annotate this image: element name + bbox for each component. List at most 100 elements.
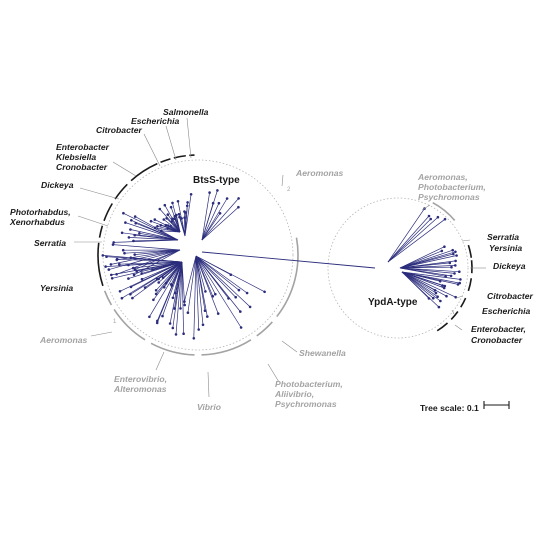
- tree-branch: [401, 271, 430, 299]
- tree-branch: [130, 229, 179, 241]
- tree-leaf: [427, 297, 431, 300]
- clade-number: 2: [287, 187, 291, 193]
- tree-leaf: [127, 277, 130, 280]
- tree-branch: [387, 218, 431, 263]
- tree-branch: [195, 255, 248, 294]
- tree-leaf: [132, 239, 135, 243]
- tree-leaf: [448, 261, 452, 265]
- tree-branch: [201, 213, 221, 241]
- tree-leaf: [434, 291, 438, 295]
- tree-branch: [163, 219, 181, 233]
- tree-leaf: [444, 275, 447, 278]
- clade-arc: [256, 321, 273, 337]
- tree-leaf: [436, 215, 440, 219]
- tree-branch: [119, 261, 183, 292]
- tree-leaf: [169, 283, 173, 286]
- ypda-label-escherichia: Escherichia: [482, 306, 530, 316]
- tree-leaf: [130, 219, 133, 222]
- tree-branch: [184, 255, 197, 302]
- clade-arc: [114, 183, 128, 200]
- tree-leaf: [120, 231, 124, 235]
- tree-branch: [121, 261, 183, 299]
- tree-branch: [184, 194, 192, 237]
- tree-leaf: [184, 211, 187, 214]
- tree-leaf: [203, 309, 207, 313]
- tree-leaf: [154, 289, 158, 292]
- tree-branch: [134, 234, 179, 241]
- clade-label-escherichia: Escherichia: [131, 116, 179, 126]
- tree-leaf: [177, 212, 181, 216]
- tree-leaf: [455, 254, 458, 257]
- tree-leaf: [204, 290, 207, 293]
- tree-leaf: [120, 296, 124, 300]
- tree-leaf: [454, 250, 457, 254]
- tree-leaf: [164, 223, 168, 227]
- tree-leaf: [453, 272, 456, 275]
- clade-arc: [113, 309, 146, 341]
- tree-leaf: [227, 297, 230, 300]
- connecting-branch: [201, 251, 376, 269]
- tree-leaf: [237, 197, 240, 200]
- tree-leaf: [165, 217, 168, 220]
- tree-leaf: [443, 217, 447, 221]
- tree-branch: [195, 255, 219, 314]
- tree-leaf: [179, 307, 182, 310]
- tree-branch: [184, 202, 188, 237]
- tree-scale-bar: [483, 401, 510, 409]
- tree-branch: [195, 255, 206, 292]
- clade-arc: [432, 201, 456, 221]
- tree-leaf: [456, 283, 460, 286]
- tree-branch: [172, 202, 181, 233]
- tree-branch: [111, 261, 183, 276]
- tree-branch: [112, 244, 181, 251]
- tree-leaf: [101, 254, 105, 257]
- tree-branch: [180, 261, 183, 309]
- tree-leaf: [122, 211, 125, 215]
- tree-branch: [195, 255, 200, 330]
- tree-leaf: [158, 207, 162, 211]
- clade-arc: [98, 225, 104, 238]
- tree-leaf: [127, 236, 131, 239]
- tree-branch: [201, 203, 214, 241]
- tree-branch: [174, 261, 183, 294]
- tree-branch: [195, 255, 242, 328]
- tree-leaf: [186, 201, 189, 204]
- tree-branch: [399, 266, 452, 269]
- clade-arc: [103, 203, 113, 222]
- clade-label-serratia: Serratia: [34, 238, 66, 248]
- tree-branch: [195, 255, 240, 291]
- tree-leaf: [138, 232, 141, 235]
- clade-arc: [103, 290, 113, 306]
- tree-leaf: [239, 326, 243, 329]
- clade-label-klebsiella: Klebsiella: [56, 152, 96, 162]
- clade-label-yersinia: Yersinia: [40, 283, 73, 293]
- tree-branch: [187, 255, 197, 313]
- tree-branch: [399, 249, 453, 269]
- tree-leaf: [237, 205, 240, 209]
- tree-branches: [101, 189, 462, 340]
- tree-branch: [201, 206, 239, 241]
- tree-branch: [195, 255, 216, 295]
- tree-leaf: [218, 212, 222, 215]
- tree-branch: [132, 261, 183, 299]
- tree-branch: [116, 249, 181, 275]
- clade-arc: [450, 311, 459, 320]
- tree-leaf: [458, 270, 461, 274]
- tree-leaf: [140, 277, 144, 281]
- tree-branch: [181, 261, 186, 306]
- tree-leaf: [161, 314, 164, 318]
- clade-label-photobacterium: Photobacterium,: [275, 379, 343, 389]
- tree-branch: [387, 208, 425, 263]
- tree-leaf: [211, 201, 215, 205]
- tree-branch: [105, 261, 183, 267]
- tree-branch: [149, 261, 183, 317]
- tree-branch: [155, 261, 183, 291]
- tree-leaf: [171, 326, 175, 330]
- tree-leaf: [234, 295, 237, 299]
- tree-branch: [201, 198, 239, 241]
- tree-leaf: [121, 248, 125, 252]
- tree-leaf: [157, 281, 160, 284]
- tree-leaf: [171, 296, 175, 300]
- tree-leaf: [104, 265, 107, 268]
- tree-leaf: [438, 280, 442, 283]
